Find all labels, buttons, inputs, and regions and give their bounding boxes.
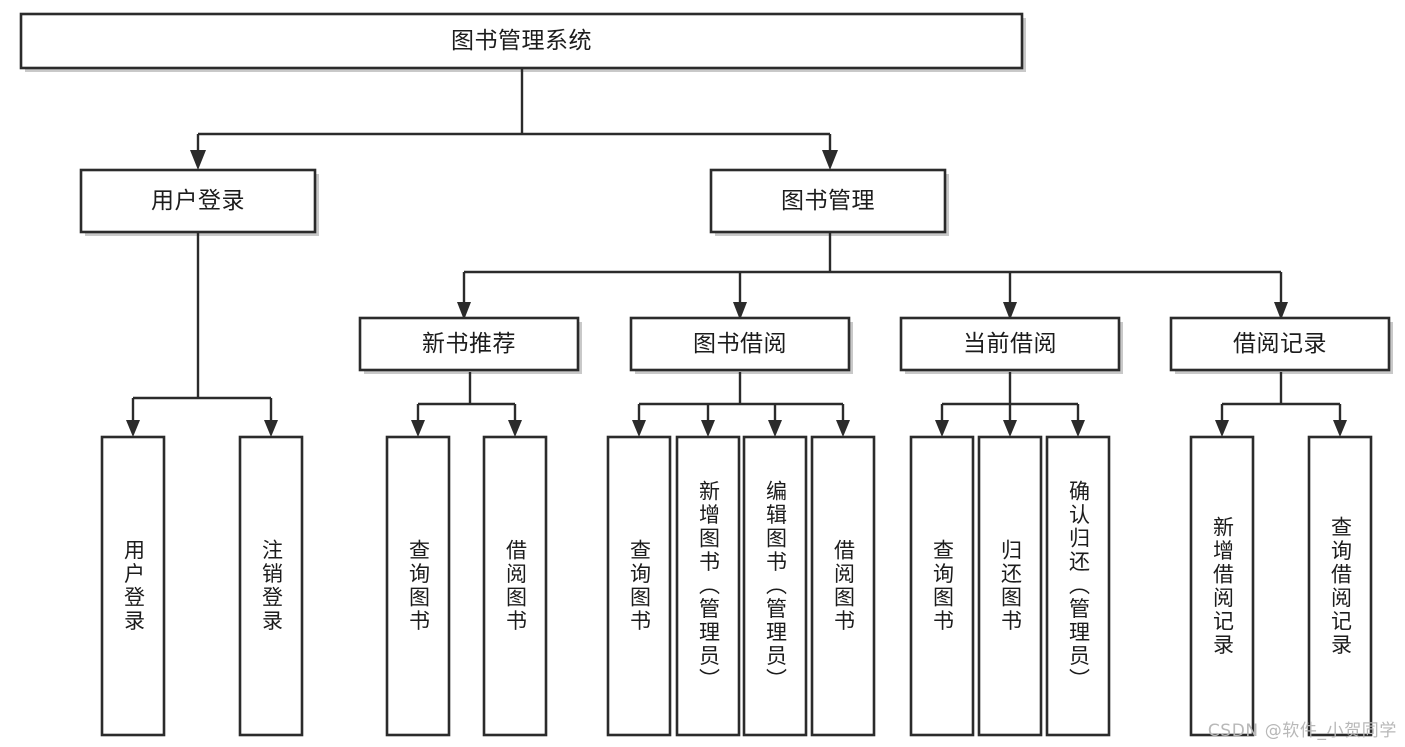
box-leaf-return-book[interactable] <box>977 435 1043 737</box>
arrow-leaf-logout <box>264 420 278 437</box>
arrow-bookborrow-leaf-3 <box>768 420 782 437</box>
connector-layer-new-book <box>411 372 522 437</box>
box-leaf-borrow-book-2[interactable] <box>810 435 876 737</box>
box-leaf-edit-book[interactable] <box>742 435 808 737</box>
box-leaf-confirm-return[interactable] <box>1045 435 1111 737</box>
connector-layer-borrow-record <box>1215 372 1347 437</box>
connector-layer-root <box>190 68 838 170</box>
arrow-bookborrow-leaf-4 <box>836 420 850 437</box>
box-leaf-user-login[interactable] <box>100 435 166 737</box>
arrow-user-login <box>190 150 206 170</box>
connector-layer-book-borrow <box>632 372 850 437</box>
box-root[interactable] <box>19 12 1024 70</box>
box-book-manage[interactable] <box>709 168 947 234</box>
box-current-borrow[interactable] <box>899 316 1121 372</box>
box-leaf-query-record[interactable] <box>1307 435 1373 737</box>
arrow-borrowrecord-leaf-1 <box>1215 420 1229 437</box>
arrow-newbook-leaf-2 <box>508 420 522 437</box>
box-leaf-add-book[interactable] <box>675 435 741 737</box>
arrow-current-borrow <box>1003 302 1017 320</box>
box-leaf-add-record[interactable] <box>1189 435 1255 737</box>
arrow-borrowrecord-leaf-2 <box>1333 420 1347 437</box>
box-leaf-query-book-2[interactable] <box>606 435 672 737</box>
arrow-currentborrow-leaf-2 <box>1003 420 1017 437</box>
arrow-bookborrow-leaf-2 <box>701 420 715 437</box>
box-layer <box>19 12 1391 737</box>
box-user-login[interactable] <box>79 168 317 234</box>
box-leaf-borrow-book-1[interactable] <box>482 435 548 737</box>
box-book-borrow[interactable] <box>629 316 851 372</box>
arrow-newbook-leaf-1 <box>411 420 425 437</box>
arrow-leaf-user-login <box>126 420 140 437</box>
arrow-currentborrow-leaf-3 <box>1071 420 1085 437</box>
connector-layer-user-login <box>126 232 278 437</box>
box-leaf-query-book-1[interactable] <box>385 435 451 737</box>
arrow-bookborrow-leaf-1 <box>632 420 646 437</box>
box-borrow-record[interactable] <box>1169 316 1391 372</box>
box-leaf-query-book-3[interactable] <box>909 435 975 737</box>
arrow-borrow-record <box>1274 302 1288 320</box>
box-new-book-recommend[interactable] <box>358 316 580 372</box>
box-leaf-logout[interactable] <box>238 435 304 737</box>
arrow-book-borrow <box>733 302 747 320</box>
connector-layer-book-manage <box>457 232 1288 320</box>
arrow-new-book <box>457 302 471 320</box>
arrow-book-manage <box>822 150 838 170</box>
arrow-currentborrow-leaf-1 <box>935 420 949 437</box>
connector-layer-current-borrow <box>935 372 1085 437</box>
